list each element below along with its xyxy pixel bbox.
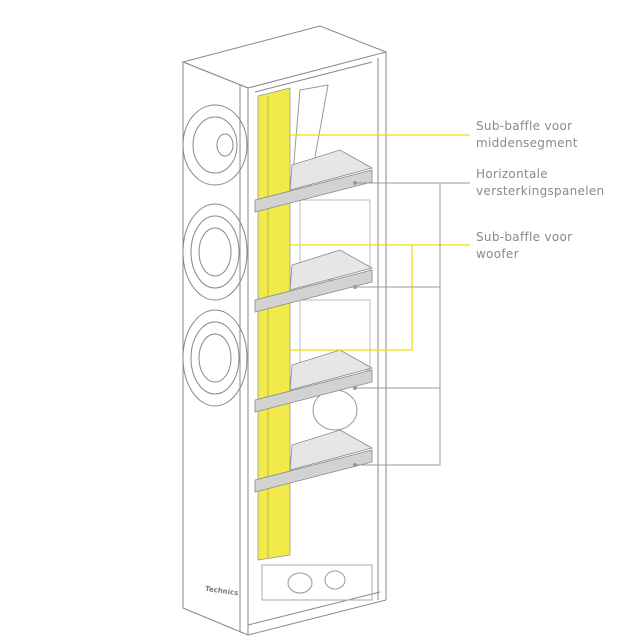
label-line: versterkingspanelen bbox=[476, 184, 605, 198]
callout-lines-gray bbox=[353, 181, 470, 467]
label-horizontal-reinforcement: Horizontale versterkingspanelen bbox=[476, 166, 604, 200]
label-line: woofer bbox=[476, 247, 519, 261]
woofer-driver-lower bbox=[182, 309, 248, 407]
label-line: middensegment bbox=[476, 136, 578, 150]
label-line: Sub-baffle voor bbox=[476, 119, 573, 133]
label-midrange-sub-baffle: Sub-baffle voor middensegment bbox=[476, 118, 578, 152]
woofer-driver-upper bbox=[182, 203, 248, 301]
label-line: Sub-baffle voor bbox=[476, 230, 573, 244]
reinforcement-panels bbox=[254, 149, 374, 493]
label-woofer-sub-baffle: Sub-baffle voor woofer bbox=[476, 229, 572, 263]
tweeter-driver bbox=[182, 104, 248, 186]
label-line: Horizontale bbox=[476, 167, 548, 181]
